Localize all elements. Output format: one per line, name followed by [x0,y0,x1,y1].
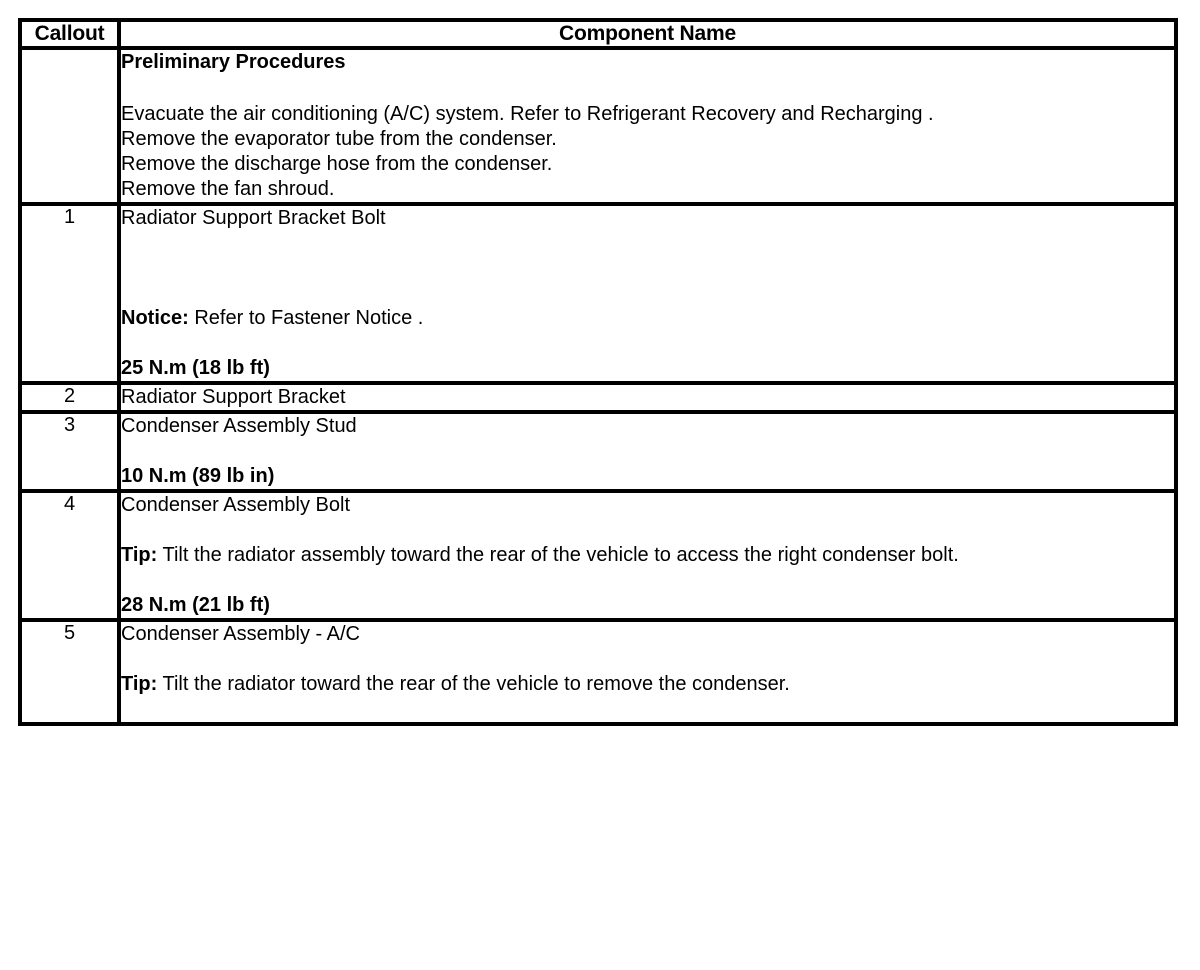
tip-line: Tip: Tilt the radiator toward the rear o… [121,672,1174,697]
callout-number: 4 [18,489,121,622]
callout-number: 5 [18,618,121,726]
notice-line: Notice: Refer to Fastener Notice . [121,306,1174,331]
table-row: 4 Condenser Assembly Bolt Tip: Tilt the … [18,489,1178,622]
component-title: Radiator Support Bracket Bolt [121,207,386,229]
spacer [121,568,1174,593]
spacer [121,647,1174,672]
component-cell: Radiator Support Bracket Bolt Notice: Re… [117,202,1178,385]
table-row: 1 Radiator Support Bracket Bolt Notice: … [18,202,1178,385]
column-header-callout: Callout [18,18,121,50]
torque-spec: 28 N.m (21 lb ft) [121,594,270,616]
torque-spec: 10 N.m (89 lb in) [121,465,275,487]
table-row: 5 Condenser Assembly - A/C Tip: Tilt the… [18,618,1178,726]
tip-label: Tip: [121,673,158,695]
table-row: 2 Radiator Support Bracket [18,381,1178,414]
callout-number-empty [18,46,121,206]
tip-text: Tilt the radiator assembly toward the re… [157,544,959,566]
spacer [121,518,1174,543]
spacer [121,231,1174,306]
table-row: 3 Condenser Assembly Stud 10 N.m (89 lb … [18,410,1178,493]
component-title: Condenser Assembly Bolt [121,494,351,516]
tip-text: Tilt the radiator toward the rear of the… [157,673,790,695]
component-title: Condenser Assembly - A/C [121,623,360,645]
notice-label: Notice: [121,307,189,329]
column-header-component-name: Component Name [117,18,1178,50]
torque-spec: 25 N.m (18 lb ft) [121,357,270,379]
component-cell: Condenser Assembly - A/C Tip: Tilt the r… [117,618,1178,726]
preliminary-step: Remove the evaporator tube from the cond… [121,128,557,150]
notice-text: Refer to Fastener Notice . [188,307,424,329]
preliminary-procedures-cell: Preliminary Procedures Evacuate the air … [117,46,1178,206]
spacer [121,697,1174,722]
component-cell: Radiator Support Bracket [117,381,1178,414]
spacer [121,331,1174,356]
spacer [121,77,1174,102]
preliminary-step: Evacuate the air conditioning (A/C) syst… [121,103,934,125]
callout-number: 1 [18,202,121,385]
table-row-preliminary: Preliminary Procedures Evacuate the air … [18,46,1178,206]
component-callout-table: Callout Component Name Preliminary Proce… [18,18,1178,726]
component-title: Radiator Support Bracket [121,386,346,408]
spacer [121,439,1174,464]
component-title: Condenser Assembly Stud [121,415,357,437]
component-cell: Condenser Assembly Bolt Tip: Tilt the ra… [117,489,1178,622]
preliminary-procedures-title: Preliminary Procedures [121,51,346,73]
preliminary-step: Remove the discharge hose from the conde… [121,153,553,175]
tip-label: Tip: [121,544,158,566]
table-header: Callout Component Name [18,18,1178,50]
component-cell: Condenser Assembly Stud 10 N.m (89 lb in… [117,410,1178,493]
header-row: Callout Component Name [18,18,1178,50]
preliminary-step: Remove the fan shroud. [121,178,335,200]
table-body: Preliminary Procedures Evacuate the air … [18,46,1178,726]
callout-number: 2 [18,381,121,414]
callout-number: 3 [18,410,121,493]
tip-line: Tip: Tilt the radiator assembly toward t… [121,543,1174,568]
